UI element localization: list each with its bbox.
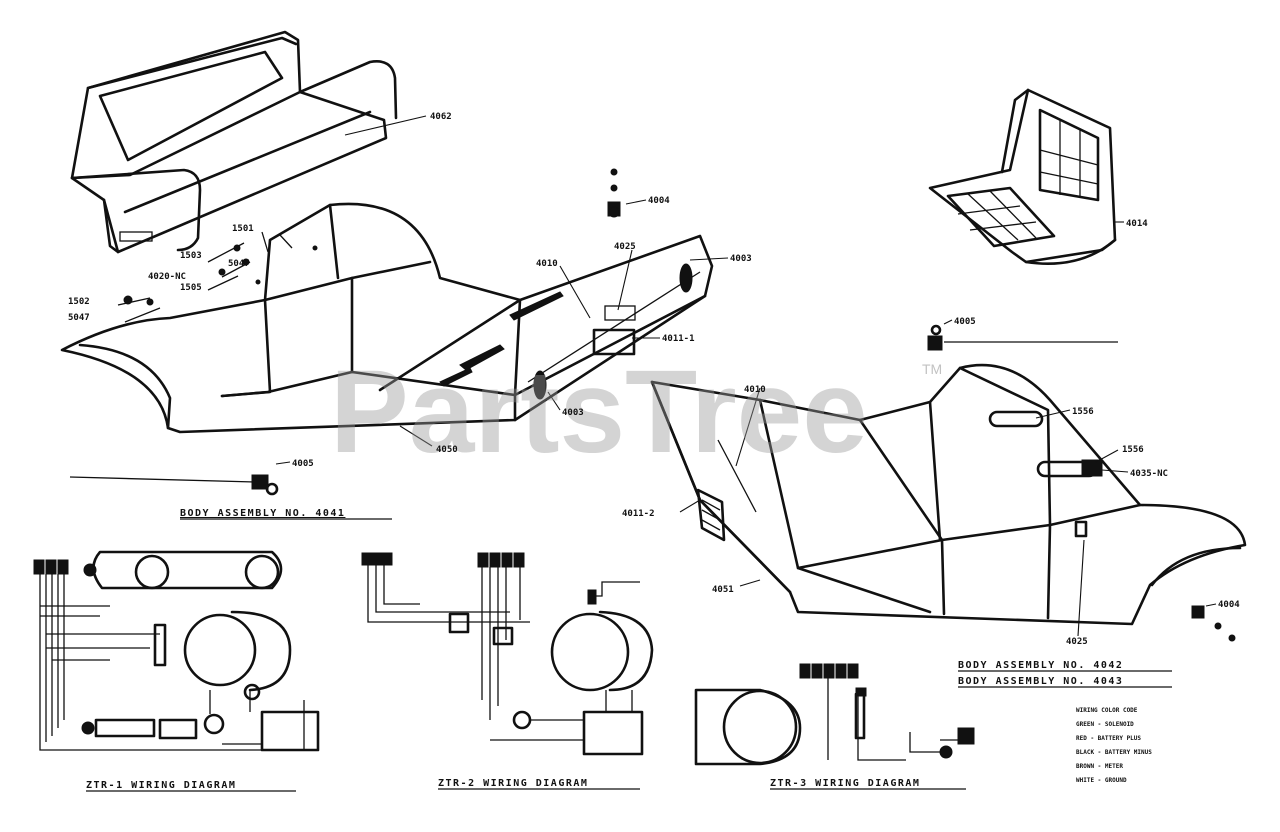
color-code-row-2: RED - BATTERY PLUS	[1076, 735, 1141, 742]
bench-seat	[70, 30, 398, 254]
label-cable-2: 4005	[954, 317, 976, 327]
caption-wiring-1: ZTR-1 WIRING DIAGRAM	[86, 780, 236, 791]
color-code-row-5: WHITE - GROUND	[1076, 777, 1127, 784]
label-cable-1: 4005	[292, 459, 314, 469]
label-seat-bench: 4062	[430, 112, 452, 122]
label-body-1: 4050	[436, 445, 458, 455]
color-code-row-1: GREEN - SOLENOID	[1076, 721, 1134, 728]
cable-4005-left	[69, 474, 279, 496]
label-hw-4020: 4020-NC	[148, 272, 186, 282]
caption-body-assembly-3: BODY ASSEMBLY NO. 4043	[958, 676, 1123, 687]
label-body-2: 4051	[712, 585, 734, 595]
color-code-row-3: BLACK - BATTERY MINUS	[1076, 749, 1152, 756]
cable-4005-right	[927, 324, 1118, 351]
label-badge-2: 4011-2	[622, 509, 655, 519]
label-slot-2: 1556	[1122, 445, 1144, 455]
label-inset-1: 4010	[536, 259, 558, 269]
caption-wiring-3: ZTR-3 WIRING DIAGRAM	[770, 778, 920, 789]
ztr-2-wiring-diagram	[361, 552, 654, 756]
color-code-row-4: BROWN - METER	[1076, 763, 1123, 770]
watermark-text: PartsTree	[330, 346, 868, 478]
label-hw-1502: 1502	[68, 297, 90, 307]
body-assembly-4042	[650, 363, 1247, 626]
ztr-1-wiring-diagram	[33, 550, 320, 752]
bucket-seat	[928, 88, 1117, 265]
ztr-3-wiring-diagram	[694, 663, 975, 766]
label-hw-1505: 1505	[180, 283, 202, 293]
label-hw-1501: 1501	[232, 224, 254, 234]
label-seat-bucket: 4014	[1126, 219, 1148, 229]
label-hw-5047b: 5047	[68, 313, 90, 323]
label-slot-1: 1556	[1072, 407, 1094, 417]
leader-lines	[275, 115, 1217, 637]
label-light-front-top: 4003	[730, 254, 752, 264]
knob-top	[607, 168, 621, 218]
label-knob-top: 4004	[648, 196, 670, 206]
label-pin-1: 4025	[614, 242, 636, 252]
caption-body-assembly-2: BODY ASSEMBLY NO. 4042	[958, 660, 1123, 671]
wiring-color-code: WIRING COLOR CODE GREEN - SOLENOID RED -…	[1076, 707, 1152, 784]
color-code-title: WIRING COLOR CODE	[1076, 707, 1138, 714]
watermark-trademark: TM	[922, 361, 942, 377]
captions: BODY ASSEMBLY NO. 4041 BODY ASSEMBLY NO.…	[86, 508, 1172, 792]
label-hw-1503: 1503	[180, 251, 202, 261]
part-labels: 4062 4014 4004 4004 4003 4003 4010 4010 …	[68, 112, 1240, 647]
label-pin-2: 4025	[1066, 637, 1088, 647]
label-hw-5047a: 5047	[228, 259, 250, 269]
hardware-cluster	[117, 231, 269, 323]
label-slot-nc: 4035-NC	[1130, 469, 1168, 479]
label-knob-right: 4004	[1218, 600, 1240, 610]
label-inset-2: 4010	[744, 385, 766, 395]
label-light-front-bottom: 4003	[562, 408, 584, 418]
caption-body-assembly-1: BODY ASSEMBLY NO. 4041	[180, 508, 345, 519]
caption-wiring-2: ZTR-2 WIRING DIAGRAM	[438, 778, 588, 789]
label-badge-1: 4011-1	[662, 334, 695, 344]
body-assembly-4041	[60, 202, 714, 434]
knob-right	[1191, 605, 1236, 642]
